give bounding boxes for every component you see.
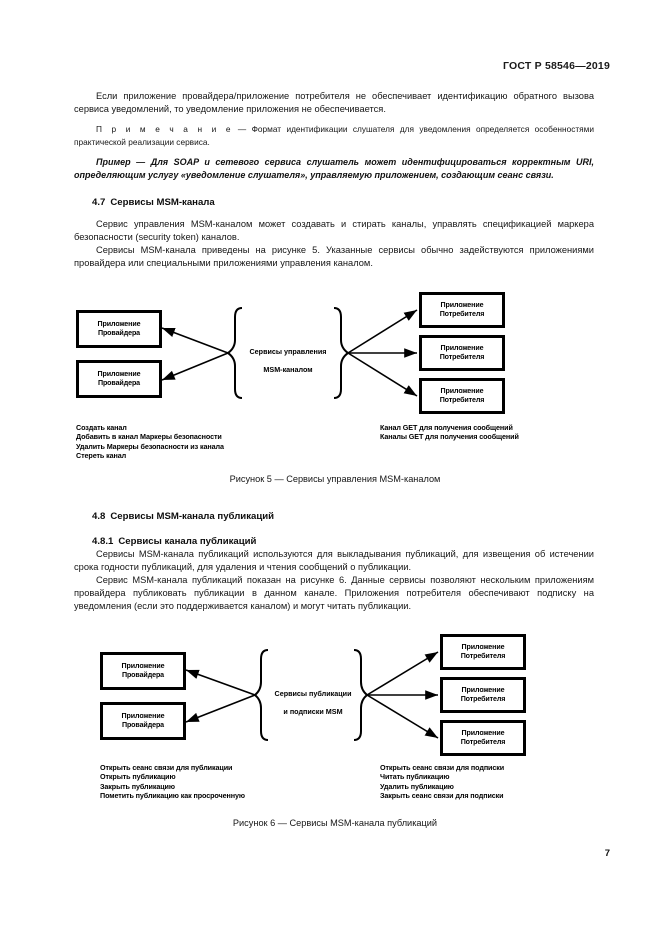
figure-5-diagram: Приложение Провайдера Приложение Провайд… (60, 288, 610, 416)
figure-5-left-operations: Создать канал Добавить в канал Маркеры б… (76, 423, 224, 461)
heading-4-7-title: Сервисы MSM-канала (110, 197, 215, 208)
figure-5-right-operations: Канал GET для получения сообщений Каналы… (380, 423, 519, 442)
example-block: Пример — Для SOAP и сетевого сервиса слу… (74, 157, 594, 180)
node-label: Приложение Провайдера (97, 320, 141, 337)
figure-6-right-operations: Открыть сеанс связи для подписки Читать … (380, 763, 505, 801)
node-label: Приложение Потребителя (439, 387, 485, 404)
node-label: Приложение Потребителя (439, 344, 485, 361)
node-label: Приложение Провайдера (121, 662, 165, 679)
node-label: Приложение Потребителя (460, 729, 506, 746)
heading-4-7: 4.7 Сервисы MSM-канала (74, 196, 594, 209)
figure-5-connectors (161, 307, 418, 399)
figure-5-consumer-node-2: Приложение Потребителя (419, 335, 505, 371)
paragraph-4-8-a: Сервисы MSM-канала публикаций используют… (74, 549, 594, 573)
figure-5-center-label: Сервисы управления MSM-каналом (249, 347, 327, 374)
heading-4-8-1: 4.8.1 Сервисы канала публикаций (74, 535, 594, 548)
node-label: Приложение Провайдера (97, 370, 141, 387)
figure-6-provider-node-2: Приложение Провайдера (100, 702, 186, 740)
figure-6-caption: Рисунок 6 — Сервисы MSM-канала публикаци… (232, 818, 438, 828)
figure-5: Приложение Провайдера Приложение Провайд… (60, 288, 610, 488)
document-body: Если приложение провайдера/приложение по… (74, 90, 594, 270)
figure-6-provider-node-1: Приложение Провайдера (100, 652, 186, 690)
page-header: ГОСТ Р 58546—2019 (60, 60, 610, 72)
heading-4-7-number: 4.7 (92, 197, 106, 208)
paragraph-intro: Если приложение провайдера/приложение по… (74, 91, 594, 115)
figure-5-caption: Рисунок 5 — Сервисы управления MSM-канал… (229, 474, 441, 484)
heading-4-8-number: 4.8 (92, 511, 106, 522)
note-block: П р и м е ч а н и е — Формат идентификац… (74, 123, 594, 148)
note-prefix: П р и м е ч а н и е (96, 124, 233, 135)
figure-6-consumer-node-1: Приложение Потребителя (440, 634, 526, 670)
figure-5-consumer-node-1: Приложение Потребителя (419, 292, 505, 328)
paragraph-4-7-b: Сервисы MSM-канала приведены на рисунке … (74, 245, 594, 269)
paragraph-4-7-a: Сервис управления MSM-каналом может созд… (74, 219, 594, 243)
node-label: Приложение Потребителя (439, 301, 485, 318)
figure-6-center-label: Сервисы публикации и подписки MSM (274, 689, 352, 716)
paragraph-4-8-b: Сервис MSM-канала публикаций показан на … (74, 575, 594, 612)
node-label: Приложение Провайдера (121, 712, 165, 729)
figure-5-consumer-node-3: Приложение Потребителя (419, 378, 505, 414)
figure-6-connectors (185, 649, 439, 741)
page-number: 7 (604, 848, 610, 859)
node-label: Приложение Потребителя (460, 643, 506, 660)
heading-4-8: 4.8 Сервисы MSM-канала публикаций (74, 510, 594, 523)
figure-6-left-operations: Открыть сеанс связи для публикации Откры… (100, 763, 245, 801)
figure-6-consumer-node-2: Приложение Потребителя (440, 677, 526, 713)
heading-4-8-1-title: Сервисы канала публикаций (118, 536, 257, 547)
figure-6-diagram: Приложение Провайдера Приложение Провайд… (60, 630, 610, 758)
figure-6-consumer-node-3: Приложение Потребителя (440, 720, 526, 756)
heading-4-8-1-number: 4.8.1 (92, 536, 114, 547)
node-label: Приложение Потребителя (460, 686, 506, 703)
heading-4-8-title: Сервисы MSM-канала публикаций (110, 511, 275, 522)
figure-5-provider-node-2: Приложение Провайдера (76, 360, 162, 398)
figure-6: Приложение Провайдера Приложение Провайд… (60, 630, 610, 830)
note-text: — Формат идентификации слушателя для уве… (74, 124, 594, 147)
standard-title: ГОСТ Р 58546—2019 (502, 60, 610, 72)
figure-5-provider-node-1: Приложение Провайдера (76, 310, 162, 348)
